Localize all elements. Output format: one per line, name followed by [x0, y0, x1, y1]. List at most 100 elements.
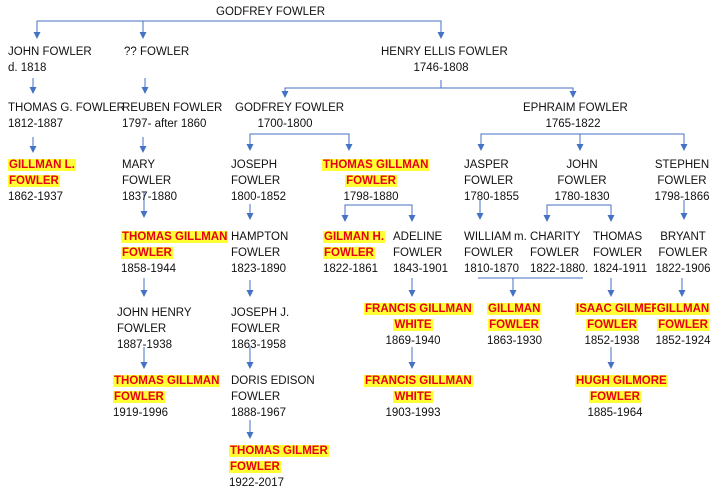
bracket-root [36, 20, 445, 39]
highlighted-name: FOWLER [323, 247, 375, 259]
person-name: FOWLER [231, 247, 281, 259]
person-dates: 1837-1880 [122, 191, 177, 203]
bracket-henry-ellis [284, 87, 577, 98]
person-name: FOWLER [530, 247, 580, 259]
highlighted-name: FOWLER [345, 175, 397, 187]
person-name: JOHN [566, 159, 598, 171]
highlighted-name: WHITE [393, 319, 433, 331]
marriage-label: m. [514, 229, 527, 245]
bracket-godfrey-ii [249, 133, 353, 151]
person-dates: 1888-1967 [231, 407, 286, 419]
person-dates: 1843-1901 [393, 263, 448, 275]
person-gillman-fowler-1852: GILLMAN FOWLER 1852-1924 [655, 301, 711, 349]
person-dates: 1780-1855 [464, 191, 519, 203]
person-unknown-fowler: ?? FOWLER [124, 44, 189, 60]
person-hampton-fowler: HAMPTON FOWLER 1823-1890 [231, 229, 288, 277]
person-name: FOWLER [231, 175, 281, 187]
person-name: ADELINE [393, 231, 443, 243]
person-thomas-gillman-fowler-1858: THOMAS GILLMAN FOWLER 1858-1944 [121, 229, 229, 277]
bracket-ephraim [480, 133, 688, 151]
person-dates: 1798-1866 [654, 191, 710, 203]
person-name: STEPHEN [654, 159, 710, 171]
highlighted-name: FOWLER [121, 247, 173, 259]
person-thomas-gilmer-fowler: THOMAS GILMER FOWLER 1922-2017 [229, 443, 329, 491]
person-dates: 1858-1944 [121, 263, 176, 275]
highlighted-name: FOWLER [229, 461, 281, 473]
person-name: JOSEPH J. [231, 307, 290, 319]
person-charity-fowler: CHARITY FOWLER 1822-1880. [530, 229, 588, 277]
person-name: BRYANT [660, 231, 706, 243]
person-thomas-fowler-1824: THOMAS FOWLER 1824-1911 [593, 229, 647, 277]
person-name: CHARITY [530, 231, 581, 243]
person-joseph-fowler: JOSEPH FOWLER 1800-1852 [231, 157, 286, 205]
person-name: DORIS EDISON [231, 375, 315, 387]
person-name: JOHN HENRY [117, 307, 192, 319]
person-name: FOWLER [657, 175, 707, 187]
person-dates: 1822-1861 [323, 263, 378, 275]
person-dates: 1800-1852 [231, 191, 286, 203]
person-dates: 1852-1938 [584, 335, 640, 347]
person-doris-edison-fowler: DORIS EDISON FOWLER 1888-1967 [231, 373, 315, 421]
person-stephen-fowler: STEPHEN FOWLER 1798-1866 [650, 157, 714, 205]
person-name: GODFREY FOWLER [216, 6, 326, 18]
person-name: JASPER [464, 159, 509, 171]
person-dates: 1852-1924 [655, 335, 711, 347]
highlighted-name: FOWLER [589, 391, 641, 403]
person-dates: 1822-1906 [655, 263, 711, 275]
person-john-fowler-1780: JOHN FOWLER 1780-1830 [550, 157, 614, 205]
person-dates: d. 1818 [8, 62, 47, 74]
person-name: HENRY ELLIS FOWLER [381, 46, 508, 58]
person-dates: 1885-1964 [587, 407, 643, 419]
person-name: JOSEPH [231, 159, 278, 171]
person-name: FOWLER [557, 175, 607, 187]
person-name: HAMPTON [231, 231, 289, 243]
highlighted-name: FOWLER [657, 319, 709, 331]
person-name: THOMAS [593, 231, 643, 243]
bracket-john-1780 [546, 204, 615, 222]
person-godfrey-fowler-ii: GODFREY FOWLER 1700-1800 [235, 100, 345, 132]
person-jasper-fowler: JASPER FOWLER 1780-1855 [464, 157, 519, 205]
person-ephraim-fowler: EPHRAIM FOWLER 1765-1822 [523, 100, 628, 132]
highlighted-name: GILMAN H. [323, 231, 386, 243]
person-thomas-g-fowler: THOMAS G. FOWLER 1812-1887 [8, 100, 125, 132]
highlighted-name: GILLMAN [655, 303, 711, 315]
person-name: FOWLER [393, 247, 443, 259]
person-reuben-fowler: REUBEN FOWLER 1797- after 1860 [122, 100, 222, 132]
person-hugh-gilmore-fowler: HUGH GILMORE FOWLER 1885-1964 [575, 373, 668, 421]
highlighted-name: ISAAC GILMER [575, 303, 661, 315]
person-mary-fowler: MARY FOWLER 1837-1880 [122, 157, 177, 205]
person-john-henry-fowler: JOHN HENRY FOWLER 1887-1938 [117, 305, 192, 353]
person-dates: 1903-1993 [385, 407, 441, 419]
highlighted-name: THOMAS GILMER [229, 445, 329, 457]
highlighted-name: GILLMAN [487, 303, 542, 315]
person-francis-gillman-white-1869: FRANCIS GILLMAN WHITE 1869-1940 [364, 301, 473, 349]
person-dates: 1700-1800 [257, 118, 313, 130]
person-dates: 1922-2017 [229, 477, 284, 489]
person-dates: 1869-1940 [385, 335, 441, 347]
highlighted-name: FRANCIS GILLMAN [364, 303, 473, 315]
person-name: FOWLER [593, 247, 643, 259]
person-name: FOWLER [658, 247, 708, 259]
person-gilman-h-fowler: GILMAN H. FOWLER 1822-1861 [323, 229, 386, 277]
person-dates: 1797- after 1860 [122, 118, 207, 130]
person-name: JOHN FOWLER [8, 46, 92, 58]
highlighted-name: HUGH GILMORE [575, 375, 668, 387]
highlighted-name: FOWLER [586, 319, 638, 331]
person-dates: 1810-1870 [464, 263, 519, 275]
person-name: FOWLER [117, 323, 167, 335]
person-name: MARY [122, 159, 156, 171]
person-adeline-fowler: ADELINE FOWLER 1843-1901 [393, 229, 448, 277]
highlighted-name: THOMAS GILLMAN [113, 375, 221, 387]
person-dates: 1824-1911 [593, 263, 648, 275]
person-dates: 1746-1808 [413, 62, 469, 74]
person-name: ?? FOWLER [124, 46, 190, 58]
person-dates: 1863-1930 [487, 335, 542, 347]
person-dates: 1812-1887 [8, 118, 63, 130]
highlighted-name: THOMAS GILLMAN [322, 159, 430, 171]
person-name: EPHRAIM FOWLER [523, 102, 628, 114]
person-dates: 1765-1822 [545, 118, 601, 130]
person-bryant-fowler: BRYANT FOWLER 1822-1906 [652, 229, 714, 277]
person-dates: 1780-1830 [554, 191, 610, 203]
person-name: GODFREY FOWLER [235, 102, 345, 114]
